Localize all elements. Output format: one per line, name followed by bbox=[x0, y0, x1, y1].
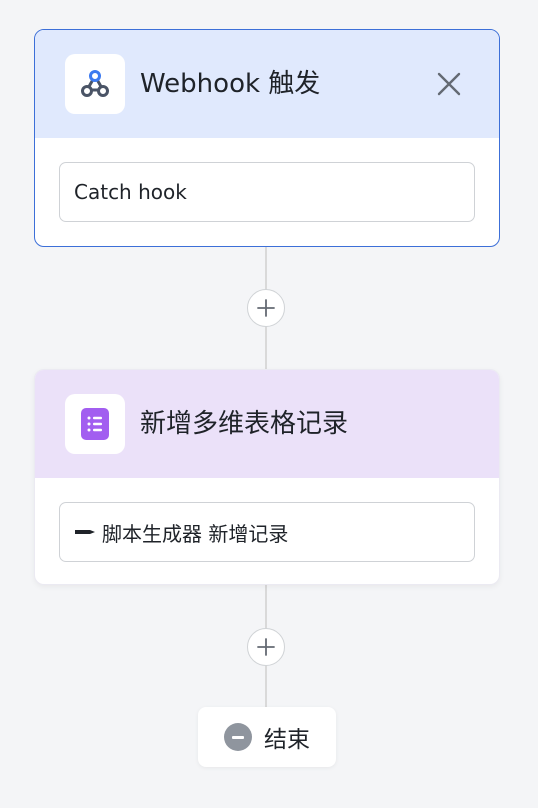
action-field[interactable]: 脚本生成器 新增记录 bbox=[59, 502, 475, 562]
end-label: 结束 bbox=[264, 727, 310, 753]
end-node[interactable]: 结束 bbox=[198, 707, 336, 767]
plus-icon bbox=[257, 638, 275, 656]
add-record-card[interactable]: 新增多维表格记录 脚本生成器 新增记录 bbox=[34, 369, 500, 585]
add-step-button[interactable] bbox=[247, 628, 285, 666]
trigger-field-text: Catch hook bbox=[74, 180, 187, 204]
webhook-icon bbox=[65, 54, 125, 114]
minus-circle-icon bbox=[224, 723, 252, 751]
trigger-card-title: Webhook 触发 bbox=[140, 69, 321, 99]
action-card-title: 新增多维表格记录 bbox=[140, 409, 349, 439]
trigger-card-header: Webhook 触发 bbox=[35, 30, 499, 138]
bitable-icon bbox=[65, 394, 125, 454]
add-step-button[interactable] bbox=[247, 289, 285, 327]
webhook-trigger-card[interactable]: Webhook 触发 Catch hook bbox=[34, 29, 500, 247]
action-field-text: 脚本生成器 新增记录 bbox=[102, 521, 289, 546]
plus-icon bbox=[257, 299, 275, 317]
pen-icon bbox=[74, 527, 96, 537]
close-icon[interactable] bbox=[435, 70, 463, 98]
trigger-field[interactable]: Catch hook bbox=[59, 162, 475, 222]
action-card-header: 新增多维表格记录 bbox=[35, 370, 499, 478]
